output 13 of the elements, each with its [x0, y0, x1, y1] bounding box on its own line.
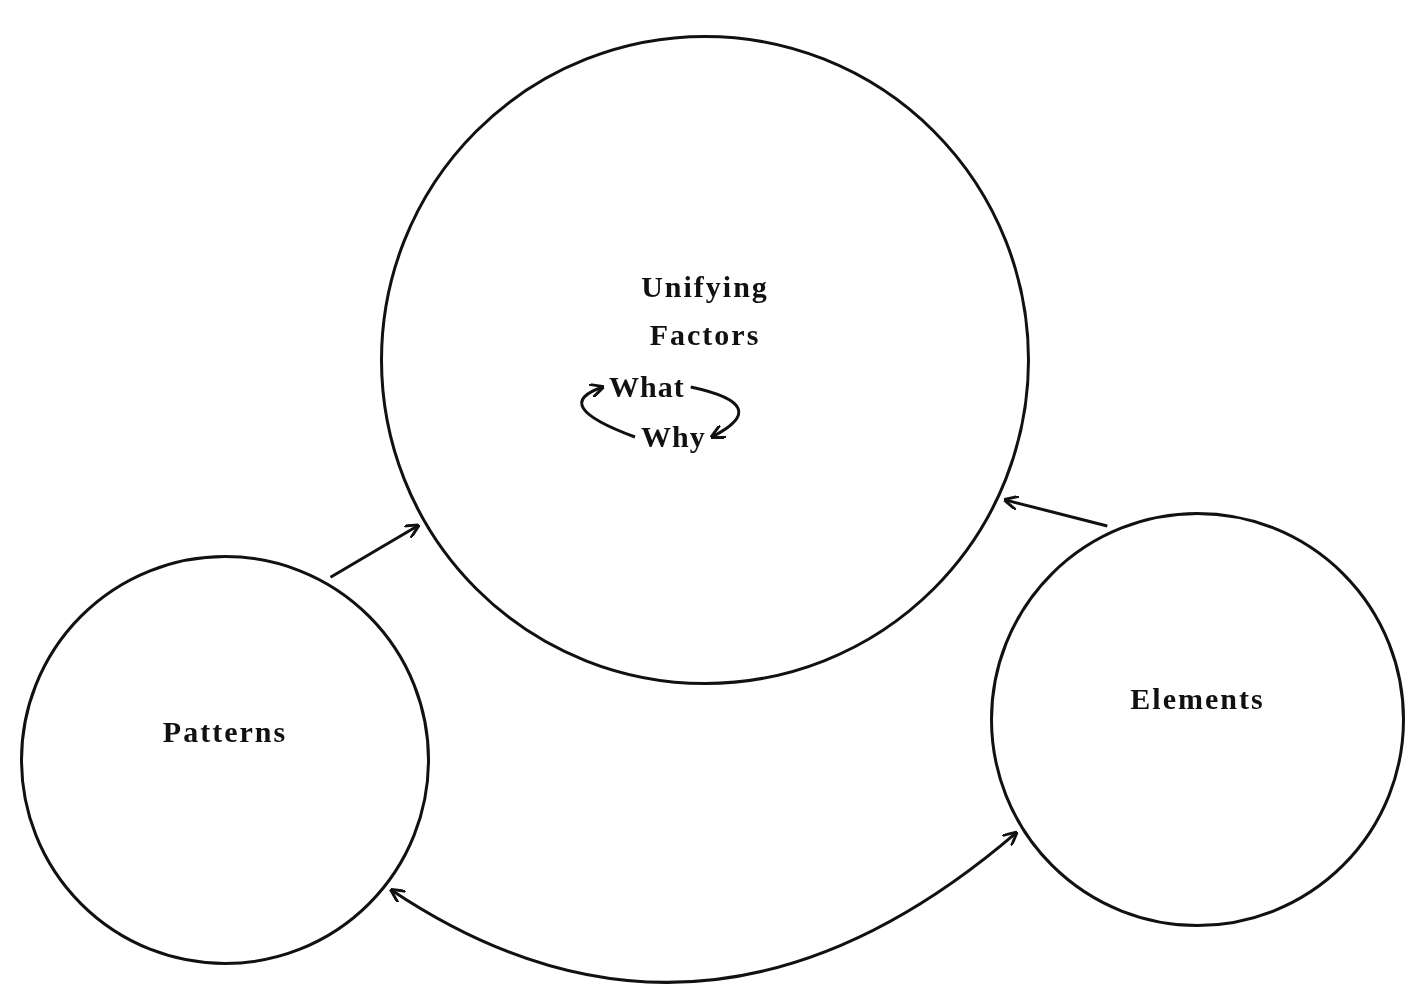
- arrow: [690, 385, 741, 439]
- arrow: [1002, 494, 1108, 528]
- arrow: [388, 830, 1019, 984]
- node-label: Elements: [1129, 681, 1266, 717]
- circle-node: [380, 35, 1030, 685]
- circle-node: [990, 512, 1405, 927]
- arrow: [580, 383, 636, 439]
- circle-node: [20, 555, 430, 965]
- node-label: Unifying Factors: [640, 269, 770, 353]
- arrow: [329, 523, 421, 579]
- node-label: Patterns: [161, 714, 289, 750]
- text-label: Why: [637, 418, 710, 456]
- text-label: What: [605, 368, 689, 406]
